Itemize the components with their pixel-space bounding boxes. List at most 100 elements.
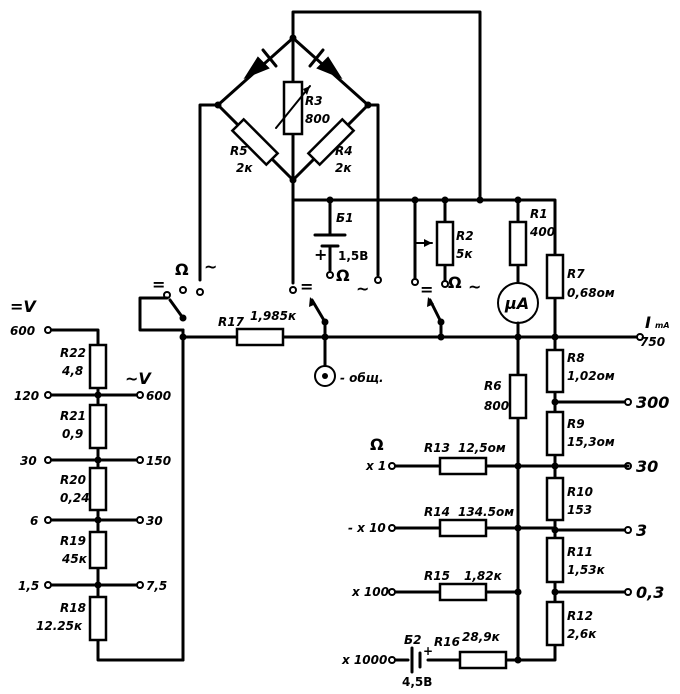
- resistor-r4: [306, 117, 356, 167]
- label-r20-name: R20: [60, 473, 86, 487]
- dc-range-1-5: 1,5: [18, 579, 39, 593]
- resistor-r10: [545, 476, 565, 522]
- current-range-300: 300: [636, 393, 669, 412]
- current-range-30: 30: [636, 457, 658, 476]
- label-r6-name: R6: [484, 379, 502, 393]
- dc-range-600: 600: [10, 324, 35, 338]
- resistor-r2: [435, 220, 455, 267]
- ohm-terminals[interactable]: [388, 462, 396, 664]
- resistor-r20: [88, 466, 108, 512]
- main-bus: [96, 320, 642, 662]
- current-header: I: [645, 313, 651, 332]
- label-r10-name: R10: [567, 485, 593, 499]
- current-range-750: 750: [640, 335, 665, 349]
- ohms-range-x100: x 100: [351, 585, 389, 599]
- switch1-ac-label: ~: [204, 257, 217, 276]
- resistor-r9: [545, 410, 565, 457]
- resistor-r6: [508, 373, 528, 420]
- switch1-ohm-label: Ω: [175, 260, 189, 279]
- label-r21-value: 0,9: [62, 427, 83, 441]
- resistor-r22: [88, 343, 108, 390]
- label-r15-value: 1,82к: [464, 569, 503, 583]
- label-r8-value: 1,02ом: [567, 369, 615, 383]
- label-b2-name: Б2: [404, 633, 422, 647]
- resistor-r14: [438, 518, 488, 538]
- label-r18-name: R18: [60, 601, 86, 615]
- label-meter: μA: [504, 294, 529, 313]
- label-r11-name: R11: [567, 545, 593, 559]
- label-r17-name: R17: [218, 315, 245, 329]
- label-r21-name: R21: [60, 409, 86, 423]
- resistor-r17: [235, 327, 285, 347]
- switch3-ac-label: ~: [468, 277, 481, 296]
- label-r15-name: R15: [424, 569, 450, 583]
- label-b2-value: 4,5В: [402, 675, 432, 689]
- diode-left: [243, 48, 278, 80]
- label-r2-name: R2: [456, 229, 474, 243]
- dc-range-30: 30: [20, 454, 37, 468]
- resistor-r15: [438, 582, 488, 602]
- ohms-header: Ω: [370, 435, 384, 454]
- function-switches: [138, 271, 449, 332]
- label-r7-value: 0,68ом: [567, 286, 615, 300]
- label-r16-value: 28,9к: [462, 630, 501, 644]
- label-r9-value: 15,3ом: [567, 435, 615, 449]
- resistor-r19: [88, 530, 108, 570]
- label-b1-name: Б1: [336, 211, 354, 225]
- resistor-r8: [545, 348, 565, 394]
- current-range-3: 3: [636, 521, 647, 540]
- ac-range-600: 600: [146, 389, 171, 403]
- label-common: - общ.: [340, 371, 384, 385]
- ac-voltage-header: ~V: [125, 369, 152, 388]
- voltage-terminals[interactable]: [44, 326, 144, 589]
- label-r3-name: R3: [305, 94, 323, 108]
- switch2-ohm-label: Ω: [336, 266, 350, 285]
- label-r3-value: 800: [305, 112, 330, 126]
- resistor-r16: [458, 650, 508, 670]
- resistor-r5: [230, 117, 280, 167]
- common-terminal[interactable]: [314, 365, 336, 387]
- label-r2-value: 5к: [456, 247, 473, 261]
- label-r12-name: R12: [567, 609, 593, 623]
- label-r5-name: R5: [230, 144, 248, 158]
- label-r8-name: R8: [567, 351, 585, 365]
- label-r16-name: R16: [434, 635, 460, 649]
- label-b2-plus: +: [423, 644, 433, 658]
- label-r14-name: R14: [424, 505, 450, 519]
- current-range-0-3: 0,3: [636, 583, 664, 602]
- label-r19-name: R19: [60, 534, 86, 548]
- label-r13-value: 12,5ом: [458, 441, 506, 455]
- voltage-divider: [46, 328, 142, 599]
- label-r5-value: 2к: [236, 161, 253, 175]
- switch2-ac-label: ~: [356, 279, 369, 298]
- label-b1-plus: +: [314, 245, 327, 264]
- diode-right: [308, 48, 343, 80]
- label-r10-value: 153: [567, 503, 592, 517]
- resistor-r7: [545, 253, 565, 300]
- label-r4-name: R4: [335, 144, 353, 158]
- switch2-dc-label: =: [300, 277, 313, 296]
- switch1-dc-label: =: [152, 275, 165, 294]
- switch3-dc-label: =: [420, 280, 433, 299]
- label-r14-value: 134.5ом: [458, 505, 514, 519]
- label-r11-value: 1,53к: [567, 563, 606, 577]
- label-r22-value: 4,8: [61, 364, 83, 378]
- label-r20-value: 0,24: [60, 491, 90, 505]
- label-r9-name: R9: [567, 417, 585, 431]
- ohms-range-x1000: x 1000: [341, 653, 387, 667]
- label-r19-value: 45к: [61, 552, 88, 566]
- label-r12-value: 2,6к: [567, 627, 597, 641]
- resistor-r21: [88, 403, 108, 450]
- shunt-chain: [516, 296, 630, 662]
- label-r13-name: R13: [424, 441, 450, 455]
- variable-arrow-r3: [275, 85, 311, 129]
- dc-range-120: 120: [14, 389, 39, 403]
- label-r18-value: 12.25к: [36, 619, 83, 633]
- switch3-ohm-label: Ω: [448, 273, 462, 292]
- label-r22-name: R22: [60, 346, 86, 360]
- label-r7-name: R7: [567, 267, 585, 281]
- resistor-r13: [438, 456, 488, 476]
- label-r6-value: 800: [484, 399, 509, 413]
